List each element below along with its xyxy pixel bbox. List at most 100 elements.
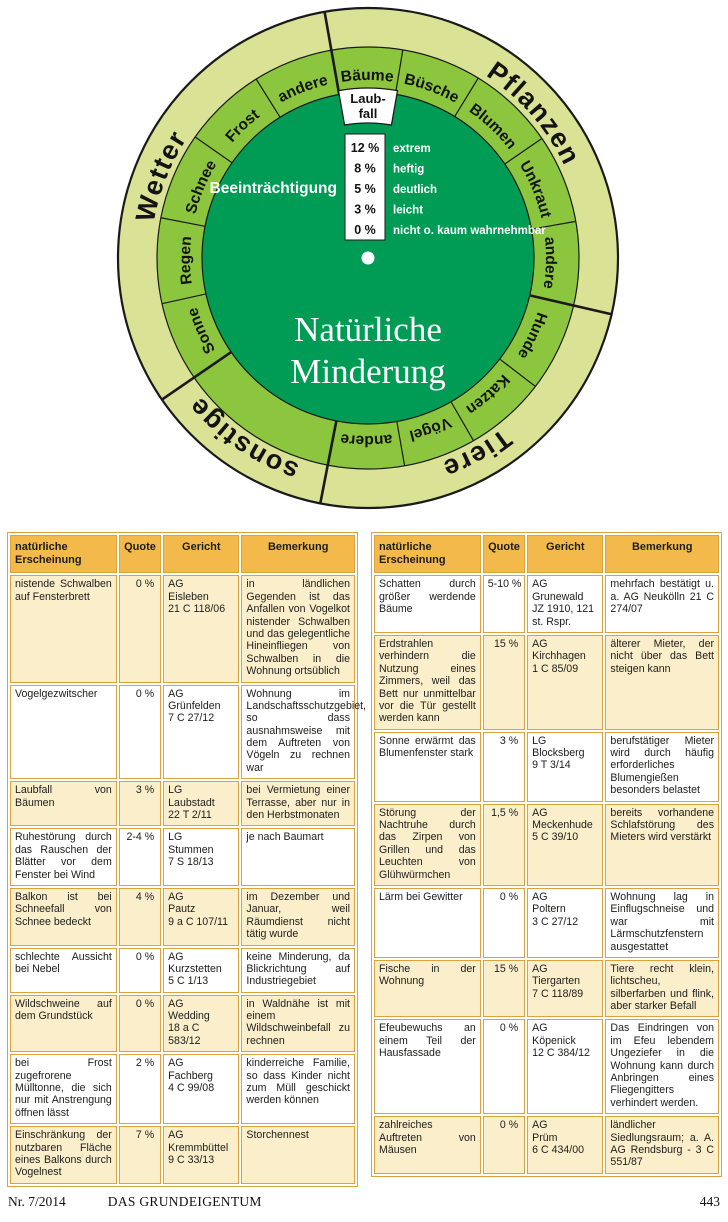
wheel-segment-divider [531,220,576,230]
footer-issue: Nr. 7/2014 [8,1194,66,1209]
wheel-segment-divider [255,78,281,118]
scale-severity-label: extrem [393,143,431,155]
case-gericht: LG Laubstadt 22 T 2/11 [163,781,240,827]
wheel-category-boundary [323,11,341,95]
case-bemerkung: älterer Mieter, der nicht über das Bett … [605,634,719,730]
column-header: natürliche Erscheinung [374,535,481,574]
case-quote: 0 % [118,684,162,780]
case-quote: 3 % [482,731,526,802]
case-row: Balkon ist bei Schneefall von Schnee bed… [10,887,355,946]
column-header: Gericht [527,535,604,574]
case-erscheinung: Vogelgezwitscher [10,684,117,780]
case-gericht: AG Kremmbüttel 9 C 33/13 [163,1126,240,1184]
scale-severity-label: nicht o. kaum wahrnehmbar [393,225,546,237]
scale-severity-label: heftig [393,164,424,176]
case-erscheinung: Ruhestörung durch das Rauschen der Blätt… [10,828,117,886]
scale-percentage: 3 % [354,203,376,217]
case-quote: 4 % [118,887,162,946]
case-quote: 7 % [118,1126,162,1184]
case-bemerkung: Tiere recht klein, lichtscheu, silberfar… [605,959,719,1018]
case-quote: 2-4 % [118,828,162,886]
case-gericht: AG Wedding 18 a C 583/12 [163,994,240,1053]
wheel-segment-label-text: andere [539,236,559,290]
case-quote: 2 % [118,1054,162,1125]
footer-page-number: 443 [699,1194,720,1209]
case-bemerkung: Storchennest [241,1126,355,1184]
case-bemerkung: in Waldnähe ist mit einem Wildschweinbef… [241,994,355,1053]
wheel-segment-label: andere [539,236,559,290]
case-gericht: AG Eisleben 21 C 118/06 [163,575,240,683]
wheel-segment-label: andere [339,430,393,449]
impairment-scale-box [344,133,386,241]
case-quote: 0 % [118,947,162,993]
column-header: Quote [118,535,162,574]
case-erscheinung: Efeubewuchs an einem Teil der Hausfassad… [374,1019,481,1115]
case-quote: 0 % [482,1116,526,1174]
wheel-pointer-label-line2: fall [359,106,378,121]
case-gericht: AG Prüm 6 C 434/00 [527,1116,604,1174]
case-gericht: LG Blocksberg 9 T 3/14 [527,731,604,802]
wheel-segment-divider [394,49,404,95]
case-gericht: AG Grunewald JZ 1910, 121 st. Rspr. [527,575,604,633]
case-erscheinung: Sonne erwärmt das Blumenfenster stark [374,731,481,802]
wheel-segment-divider [499,358,536,387]
wheel-segment-divider [504,137,543,165]
wheel-segment-divider [454,77,479,117]
case-quote: 1,5 % [482,803,526,886]
case-gericht: AG Meckenhude 5 C 39/10 [527,803,604,886]
case-quote: 15 % [482,634,526,730]
case-bemerkung: kinderreiche Familie, so dass Kinder nic… [241,1054,355,1125]
scale-percentage: 0 % [354,223,376,237]
scale-percentage: 12 % [351,141,380,155]
case-bemerkung: je nach Baumart [241,828,355,886]
case-bemerkung: Wohnung lag in Einflugschneise und war m… [605,887,719,958]
wheel-segment-divider [160,217,206,227]
case-erscheinung: bei Frost zugefrorene Mülltonne, die sic… [10,1054,117,1125]
impairment-label: Beeinträchtigung [210,180,337,197]
case-quote: 0 % [482,1019,526,1115]
case-bemerkung: bereits vorhandene Schlafstörung des Mie… [605,803,719,886]
case-erscheinung: Wildschweine auf dem Grundstück [10,994,117,1053]
wheel-title-line2: Minderung [290,352,446,391]
case-erscheinung: Erdstrahlen verhindern die Nutzung eines… [374,634,481,730]
scale-percentage: 5 % [354,182,376,196]
wheel-category-boundary [161,350,232,401]
case-bemerkung: Das Eindringen von im Efeu lebendem Unge… [605,1019,719,1115]
case-erscheinung: Laubfall von Bäumen [10,781,117,827]
case-bemerkung: ländlicher Siedlungsraum; a. A. AG Rends… [605,1116,719,1174]
case-quote: 15 % [482,959,526,1018]
wheel-pointer [337,87,399,126]
case-gericht: AG Köpenick 12 C 384/12 [527,1019,604,1115]
case-erscheinung: schlechte Aussicht bei Nebel [10,947,117,993]
case-gericht: AG Kurzstetten 5 C 1/13 [163,947,240,993]
column-header: natürliche Erscheinung [10,535,117,574]
case-quote: 3 % [118,781,162,827]
case-bemerkung: in ländlichen Gegenden ist das Anfallen … [241,575,355,683]
case-erscheinung: Balkon ist bei Schneefall von Schnee bed… [10,887,117,946]
case-erscheinung: Einschränkung der nutzbaren Fläche eines… [10,1126,117,1184]
wheel-segment-label: Regen [177,235,196,285]
case-erscheinung: nistende Schwalben auf Fensterbrett [10,575,117,683]
wheel-category-boundary [529,294,612,316]
case-gericht: AG Kirchhagen 1 C 85/09 [527,634,604,730]
column-header: Bemerkung [605,535,719,574]
case-quote: 0 % [118,994,162,1053]
scale-severity-label: deutlich [393,184,437,196]
case-row: Efeubewuchs an einem Teil der Hausfassad… [374,1019,719,1115]
wheel-segment-divider [450,401,475,442]
case-quote: 0 % [118,575,162,683]
case-row: Ruhestörung durch das Rauschen der Blätt… [10,828,355,886]
case-gericht: AG Pautz 9 a C 107/11 [163,887,240,946]
case-gericht: AG Grünfelden 7 C 27/12 [163,684,240,780]
